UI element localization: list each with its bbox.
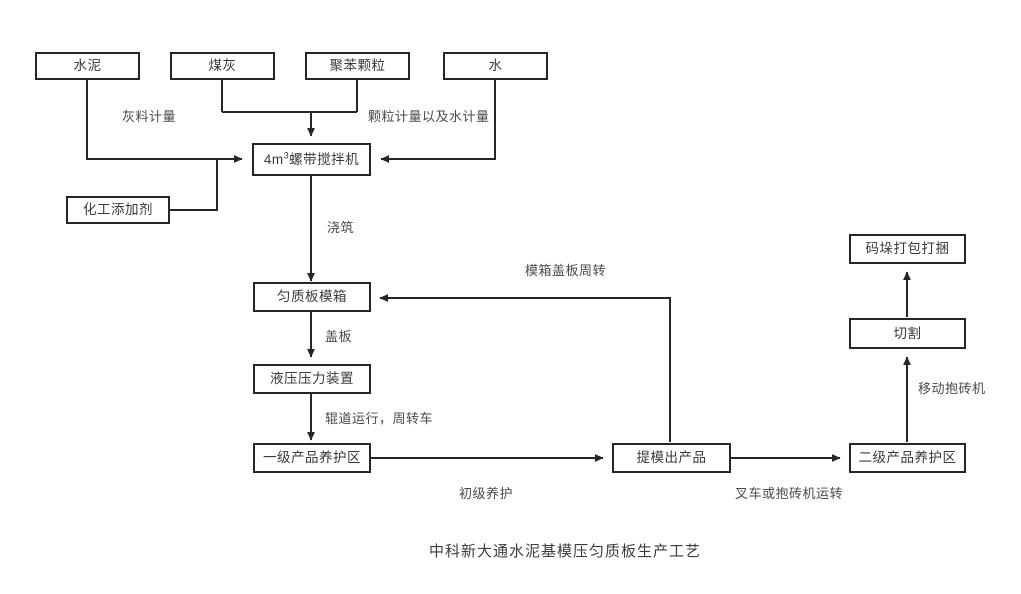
edge-water-to-mixer bbox=[380, 80, 496, 163]
node-mold-box-label: 匀质板模箱 bbox=[277, 289, 347, 305]
node-polystyrene[interactable]: 聚苯颗粒 bbox=[305, 52, 410, 80]
node-stacking-packing-label: 码垛打包打捆 bbox=[865, 241, 950, 257]
diagram-caption: 中科新大通水泥基模压匀质板生产工艺 bbox=[429, 543, 702, 560]
edge-cement-to-mixer bbox=[86, 80, 243, 163]
edge-additive-to-mixer bbox=[170, 159, 218, 211]
node-demold-product[interactable]: 提模出产品 bbox=[612, 443, 731, 473]
edge-label-mobile-brick-clamp: 移动抱砖机 bbox=[918, 381, 986, 396]
node-cement-label: 水泥 bbox=[73, 58, 102, 74]
node-polystyrene-label: 聚苯颗粒 bbox=[329, 58, 386, 74]
node-hydraulic-press-label: 液压压力装置 bbox=[270, 371, 354, 387]
edge-label-roller-transfer: 辊道运行，周转车 bbox=[325, 411, 434, 426]
node-mixer-label-rest: 螺带搅拌机 bbox=[289, 151, 360, 167]
node-water[interactable]: 水 bbox=[443, 52, 548, 80]
edge-label-granule-and-water-metering: 颗粒计量以及水计量 bbox=[368, 109, 490, 124]
node-mixer-label: 4m3螺带搅拌机 bbox=[263, 150, 360, 167]
node-fly-ash[interactable]: 煤灰 bbox=[170, 52, 275, 80]
edge-label-primary-curing: 初级养护 bbox=[459, 486, 514, 501]
node-hydraulic-press[interactable]: 液压压力装置 bbox=[253, 364, 371, 394]
node-fly-ash-label: 煤灰 bbox=[208, 58, 237, 74]
edge-label-forklift-or-brick-clamp: 叉车或抱砖机运转 bbox=[735, 486, 844, 501]
node-cement[interactable]: 水泥 bbox=[35, 52, 140, 80]
node-chemical-additive-label: 化工添加剂 bbox=[83, 202, 153, 218]
node-cutting[interactable]: 切割 bbox=[849, 318, 966, 349]
node-chemical-additive[interactable]: 化工添加剂 bbox=[66, 196, 170, 224]
node-stacking-packing[interactable]: 码垛打包打捆 bbox=[849, 234, 966, 264]
node-mold-box[interactable]: 匀质板模箱 bbox=[253, 282, 371, 312]
node-primary-curing-area[interactable]: 一级产品养护区 bbox=[253, 443, 371, 473]
node-demold-product-label: 提模出产品 bbox=[636, 450, 707, 466]
node-mixer-superscript: 3 bbox=[283, 150, 290, 161]
edge-label-pouring: 浇筑 bbox=[327, 220, 355, 235]
node-mixer[interactable]: 4m3螺带搅拌机 bbox=[252, 143, 371, 176]
node-secondary-curing-area-label: 二级产品养护区 bbox=[858, 450, 957, 466]
node-cutting-label: 切割 bbox=[893, 325, 922, 341]
edge-label-ash-metering: 灰料计量 bbox=[122, 109, 177, 124]
node-primary-curing-area-label: 一级产品养护区 bbox=[263, 450, 361, 466]
edge-label-mold-cover-turnover: 模箱盖板周转 bbox=[525, 263, 607, 278]
edge-label-cover-plate: 盖板 bbox=[325, 329, 353, 344]
node-secondary-curing-area[interactable]: 二级产品养护区 bbox=[849, 443, 966, 473]
edge-demold-to-moldbox-return bbox=[379, 294, 671, 442]
node-water-label: 水 bbox=[488, 58, 503, 74]
